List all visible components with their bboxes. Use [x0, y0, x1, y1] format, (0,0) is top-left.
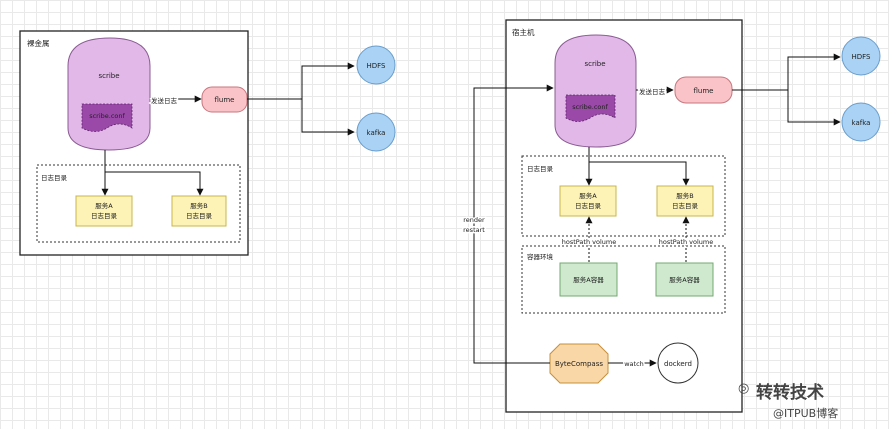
host-flume-to-kafka-edge	[787, 90, 841, 126]
kafka-node[interactable]	[356, 112, 396, 152]
wechat-icon: ◎	[738, 381, 750, 396]
container-b-label: 服务A容器	[669, 275, 700, 284]
container-env-title: 容器环境	[527, 252, 554, 261]
flume-to-hdfs-edge	[247, 62, 355, 100]
host-hdfs-node[interactable]	[841, 36, 881, 76]
container-a[interactable]	[559, 262, 618, 297]
scribe-conf-label: scribe.conf	[89, 112, 125, 120]
host-scribe-conf-doc	[565, 94, 616, 122]
host-flume-label: flume	[694, 87, 714, 95]
host-service-b-line1: 服务B	[676, 191, 693, 200]
host-scribe-node[interactable]	[554, 34, 637, 148]
host-service-a-logdir[interactable]	[559, 185, 617, 217]
scribe-conf-doc	[81, 103, 133, 132]
service-a-line1: 服务A	[95, 201, 113, 210]
host-scribe-to-service-b-edge	[589, 161, 690, 186]
dockerd-label: dockerd	[664, 360, 692, 368]
host-scribe-label: scribe	[584, 60, 605, 68]
log-dir-title: 日志目录	[41, 173, 68, 182]
host-scribe-conf-label: scribe.conf	[572, 103, 608, 111]
host-log-dir-title: 日志目录	[527, 164, 554, 173]
host-flume-to-hdfs-edge	[732, 53, 841, 91]
restart-label: restart	[463, 226, 485, 234]
log-dir-group	[36, 164, 241, 243]
render-restart-edge	[473, 84, 554, 364]
host-service-a-line1: 服务A	[579, 191, 597, 200]
flume-to-kafka-edge	[301, 99, 355, 136]
scribe-label: scribe	[98, 72, 119, 80]
flume-label: flume	[215, 96, 235, 104]
service-b-logdir[interactable]	[171, 195, 227, 227]
kafka-label: kafka	[367, 129, 386, 137]
service-b-line2: 日志目录	[186, 211, 213, 220]
hostpath-b-label: hostPath volume	[659, 238, 713, 246]
service-a-line2: 日志目录	[91, 211, 118, 220]
render-label: render	[463, 216, 485, 224]
service-b-line1: 服务B	[190, 201, 207, 210]
host-service-a-line2: 日志目录	[575, 201, 602, 210]
host-service-b-logdir[interactable]	[656, 185, 714, 217]
hdfs-label: HDFS	[366, 62, 386, 70]
hostpath-a-label: hostPath volume	[562, 238, 616, 246]
host-hdfs-label: HDFS	[851, 53, 871, 61]
watch-label: watch	[624, 360, 644, 368]
scribe-to-service-b-edge	[105, 171, 204, 196]
host-kafka-label: kafka	[852, 119, 871, 127]
container-a-label: 服务A容器	[573, 275, 604, 284]
host-send-log-label: 发送日志	[639, 87, 666, 96]
bytecompass-label: ByteCompass	[555, 360, 603, 368]
bare-metal-title: 裸金属	[27, 38, 50, 48]
host-kafka-node[interactable]	[841, 102, 881, 142]
dockerd-node[interactable]	[657, 342, 699, 384]
container-env-group	[521, 245, 726, 314]
bytecompass-node[interactable]	[549, 343, 609, 384]
hdfs-node[interactable]	[356, 45, 396, 85]
service-a-logdir[interactable]	[75, 195, 133, 227]
scribe-node[interactable]	[67, 37, 151, 151]
container-b[interactable]	[655, 262, 714, 297]
host-log-dir-group	[521, 155, 726, 237]
host-title: 宿主机	[512, 27, 535, 37]
send-log-label: 发送日志	[151, 96, 178, 105]
host-service-b-line2: 日志目录	[672, 201, 699, 210]
watermark-brand: 转转技术	[756, 383, 824, 403]
watermark-site: @ITPUB博客	[773, 407, 839, 420]
